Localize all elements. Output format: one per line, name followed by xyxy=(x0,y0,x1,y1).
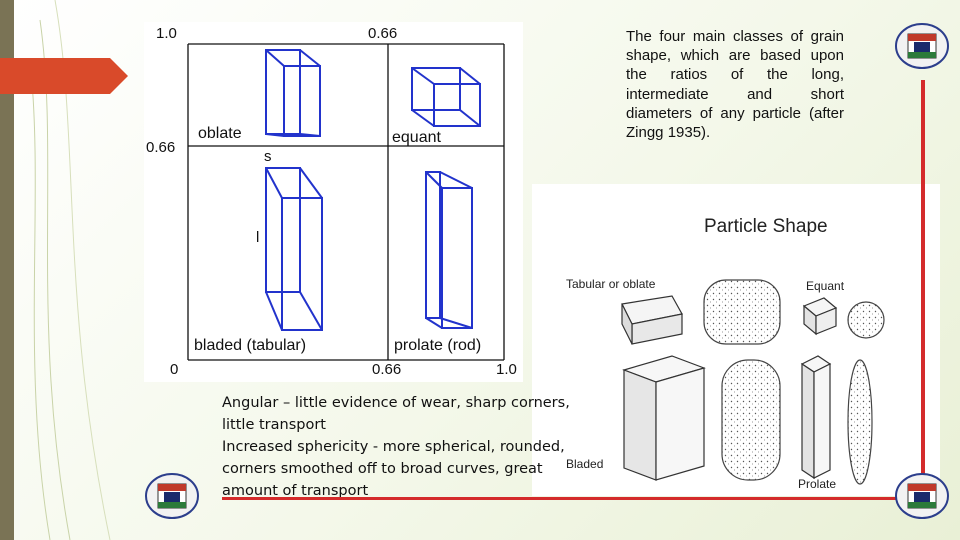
shape-description: Angular – little evidence of wear, sharp… xyxy=(222,392,602,502)
particle-shape-illustration: Particle Shape Tabular or oblate Equant … xyxy=(532,184,940,496)
description-line-3: Increased sphericity - more spherical, r… xyxy=(222,439,565,455)
description-line-4: corners smoothed off to broad curves, gr… xyxy=(222,461,543,477)
rounded-bladed-shape xyxy=(721,359,781,481)
particle-title: Particle Shape xyxy=(704,216,828,237)
university-logo-top-right xyxy=(895,23,949,69)
prolate-rod-shape xyxy=(425,171,473,329)
axis-label-s: s xyxy=(264,148,272,165)
label-tabular-oblate: Tabular or oblate xyxy=(566,277,656,291)
label-particle-bladed: Bladed xyxy=(566,457,603,471)
tick-bottom-mid: 0.66 xyxy=(372,361,401,378)
prolate-rod-drawing xyxy=(800,355,832,480)
label-equant: equant xyxy=(392,129,441,146)
description-line-5: amount of transport xyxy=(222,483,369,499)
zingg-shape-diagram: 1.0 0.66 0.66 0 0.66 1.0 s l oblate equa… xyxy=(144,22,523,382)
label-particle-prolate: Prolate xyxy=(798,477,836,491)
bladed-block-shape xyxy=(622,355,706,481)
description-line-2: little transport xyxy=(222,417,326,433)
oblate-box-shape xyxy=(265,49,321,137)
description-line-1: Angular – little evidence of wear, sharp… xyxy=(222,395,570,411)
rounded-prolate-shape xyxy=(847,359,873,485)
left-decorative-strip xyxy=(0,0,14,540)
rounded-tabular-shape xyxy=(703,279,781,345)
figure-caption: The four main classes of grain shape, wh… xyxy=(626,28,844,142)
label-prolate: prolate (rod) xyxy=(394,337,481,354)
rounded-equant-sphere xyxy=(847,301,885,339)
red-horizontal-rule xyxy=(222,497,898,500)
tabular-block-shape xyxy=(621,295,683,345)
university-logo-bottom-right xyxy=(895,473,949,519)
label-bladed: bladed (tabular) xyxy=(194,337,306,354)
tick-bottom-left: 0 xyxy=(170,361,178,378)
red-vertical-rule xyxy=(921,80,925,480)
label-oblate: oblate xyxy=(198,125,242,142)
tick-top-left: 1.0 xyxy=(156,25,177,42)
tick-bottom-right: 1.0 xyxy=(496,361,517,378)
tick-left-mid: 0.66 xyxy=(146,139,175,156)
axis-label-l: l xyxy=(256,229,259,246)
red-arrow-tab xyxy=(0,58,128,94)
quadrant-frame xyxy=(187,43,505,361)
university-logo-bottom-left xyxy=(145,473,199,519)
label-particle-equant: Equant xyxy=(806,279,845,293)
bladed-box-shape xyxy=(265,167,323,331)
equant-cube-drawing xyxy=(802,297,838,336)
equant-cube-shape xyxy=(411,67,481,127)
tick-top-mid: 0.66 xyxy=(368,25,397,42)
